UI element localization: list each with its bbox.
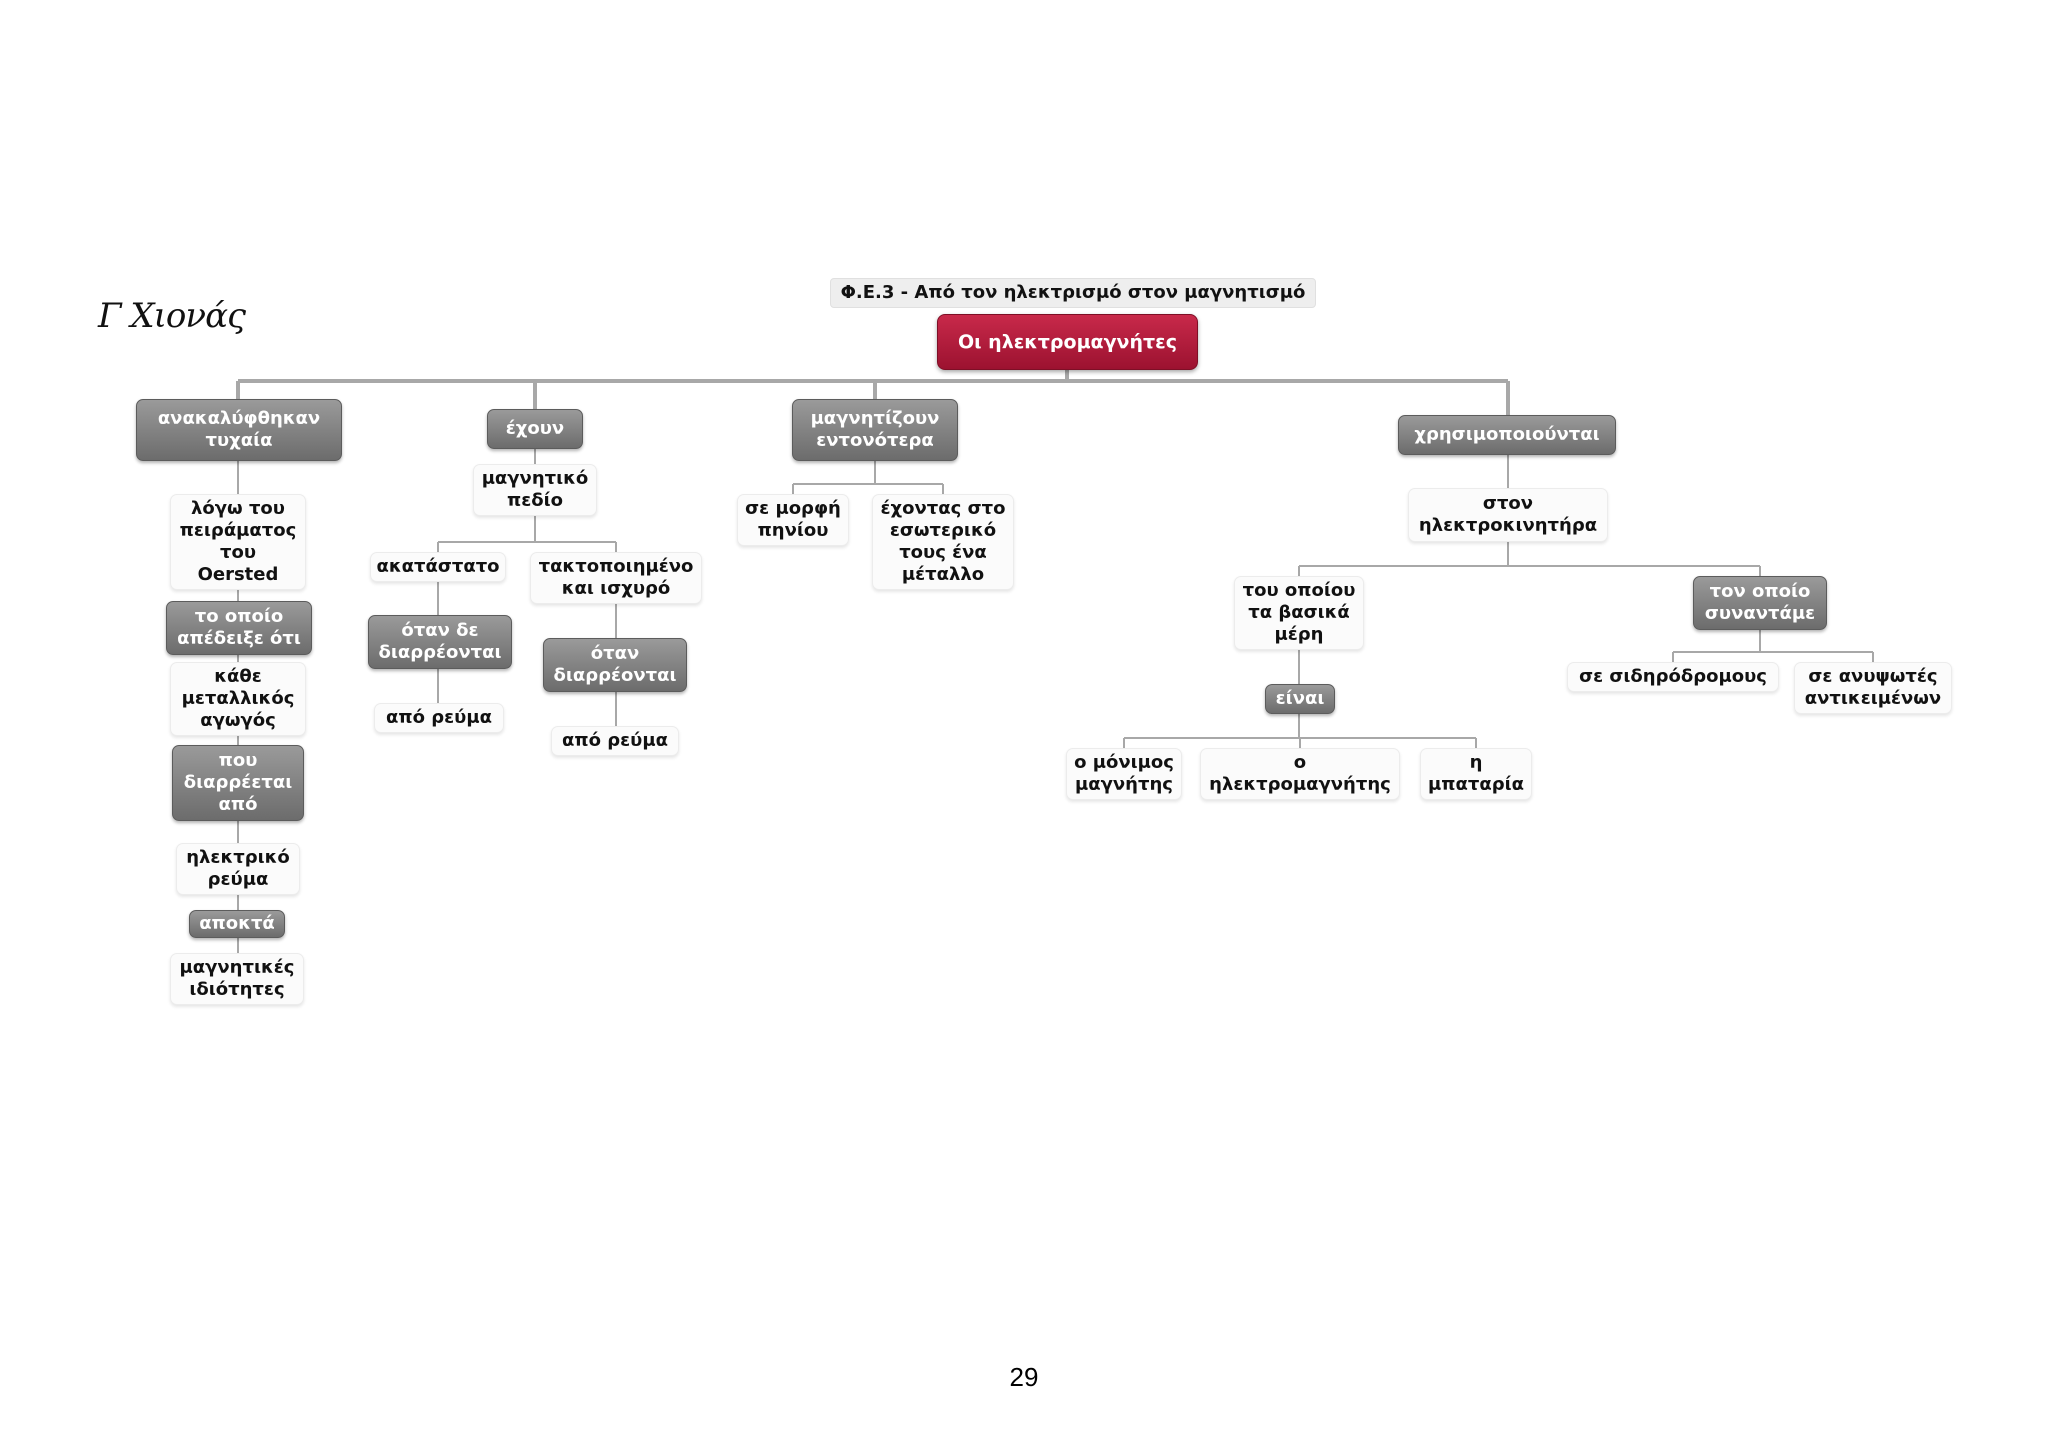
concept-electric-current: ηλεκτρικό ρεύμα [176, 843, 300, 895]
link-when-current-flows: που διαρρέεται από [172, 745, 304, 821]
link-discovered-by-chance: ανακαλύφθηκαν τυχαία [136, 399, 342, 461]
concept-permanent-magnet: ο μόνιμος μαγνήτης [1066, 748, 1182, 800]
link-are-used: χρησιμοποιούνται [1398, 415, 1616, 455]
concept-disordered: ακατάστατο [370, 552, 506, 582]
map-title: Φ.Ε.3 - Από τον ηλεκτρισμό στον μαγνητισ… [830, 278, 1316, 308]
link-when-no-current: όταν δε διαρρέονται [368, 615, 512, 669]
concept-magnetic-field: μαγνητικό πεδίο [473, 464, 597, 516]
link-when-current: όταν διαρρέονται [543, 638, 687, 692]
concept-metal-conductor: κάθε μεταλλικός αγωγός [170, 662, 306, 736]
concept-ordered-strong: τακτοποιημένο και ισχυρό [530, 552, 702, 604]
concept-electromagnet: ο ηλεκτρομαγνήτης [1200, 748, 1400, 800]
concept-main-parts: του οποίου τα βασικά μέρη [1234, 576, 1364, 650]
link-which-proved: το οποίο απέδειξε ότι [166, 601, 312, 655]
link-which-we-meet: τον οποίο συναντάμε [1693, 576, 1827, 630]
concept-from-current-a: από ρεύμα [374, 703, 504, 733]
concept-lifting-devices: σε ανυψωτές αντικειμένων [1794, 662, 1952, 714]
link-have: έχουν [487, 409, 583, 449]
root-node: Οι ηλεκτρομαγνήτες [937, 314, 1198, 370]
link-magnetize-stronger: μαγνητίζουν εντονότερα [792, 399, 958, 461]
concept-magnetic-properties: μαγνητικές ιδιότητες [170, 953, 304, 1005]
concept-oersted-experiment: λόγω του πειράματος του Oersted [170, 494, 306, 590]
concept-railways: σε σιδηρόδρομους [1567, 662, 1779, 692]
page-number: 29 [1009, 1362, 1039, 1392]
concept-coil-form: σε μορφή πηνίου [737, 494, 849, 546]
link-are: είναι [1265, 684, 1335, 714]
concept-from-current-b: από ρεύμα [551, 726, 679, 756]
concept-metal-core: έχοντας στο εσωτερικό τους ένα μέταλλο [872, 494, 1014, 590]
concept-battery: η μπαταρία [1420, 748, 1532, 800]
link-acquires: αποκτά [189, 910, 285, 938]
author-signature: Γ Χιονάς [98, 296, 246, 336]
concept-electric-motor: στον ηλεκτροκινητήρα [1408, 488, 1608, 542]
